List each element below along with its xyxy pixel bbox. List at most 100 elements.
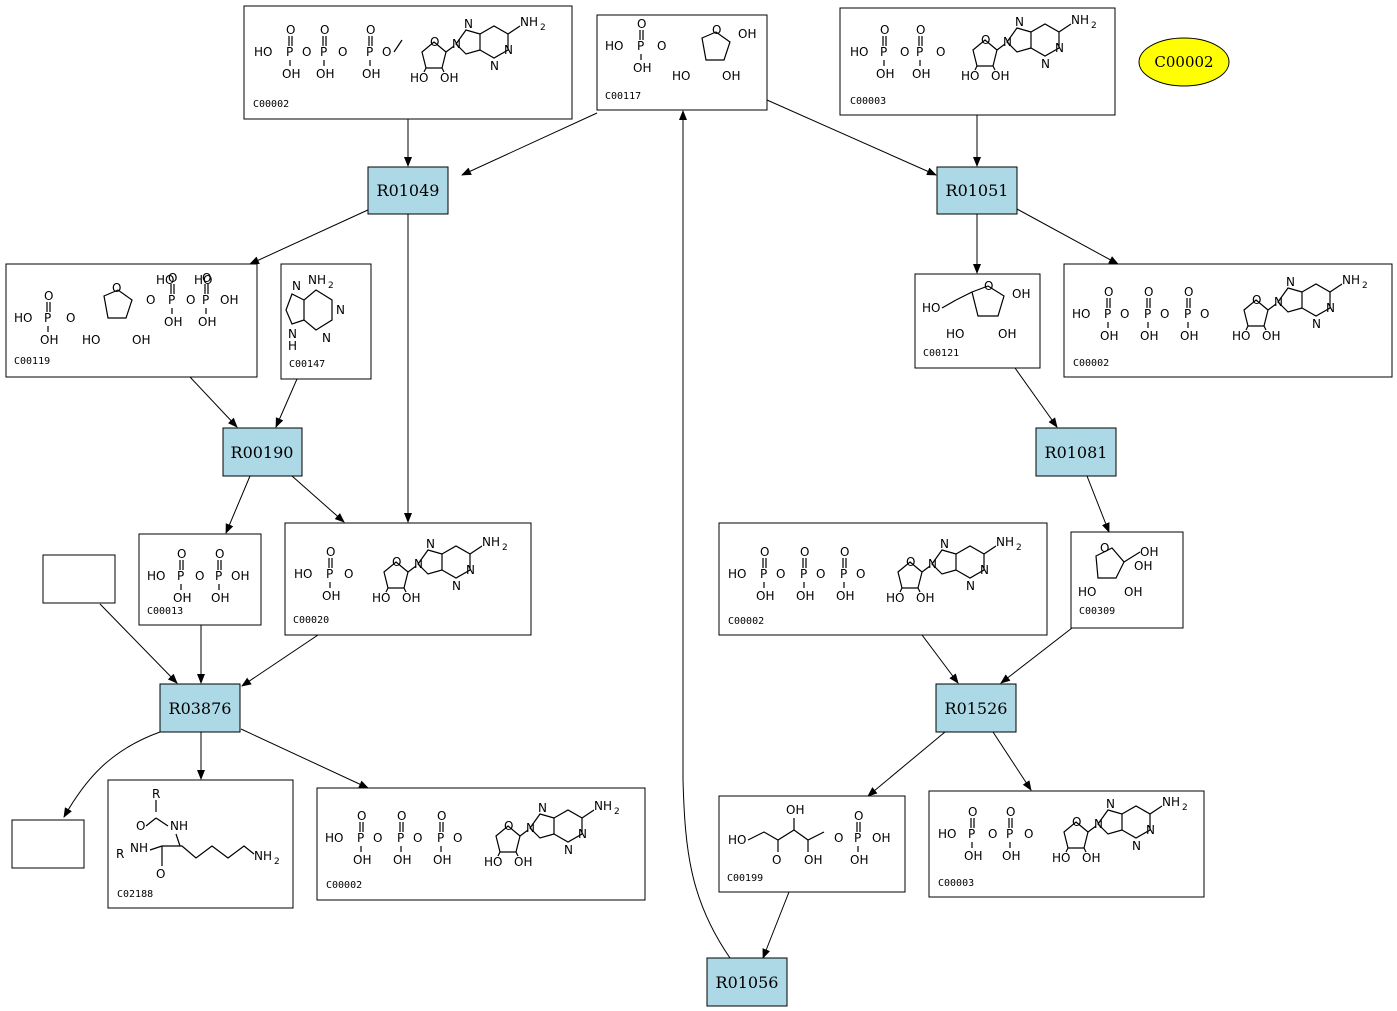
- compound-ribulose[interactable]: O OH OH HO OH C00309: [1070, 531, 1184, 629]
- svg-text:O: O: [302, 45, 311, 59]
- compound-prpp[interactable]: HO O O O O OH HO HO HO OH C00119: [5, 263, 258, 378]
- svg-text:OH: OH: [722, 69, 740, 83]
- svg-text:O: O: [657, 39, 666, 53]
- compound-adp-bottom[interactable]: HO O O C00003: [928, 790, 1205, 898]
- compound-ribulose-5-phosphate[interactable]: HO O OH OH O OH C00199: [718, 795, 906, 893]
- svg-text:NH: NH: [308, 273, 326, 287]
- svg-text:O: O: [936, 45, 945, 59]
- svg-text:O: O: [772, 853, 781, 867]
- svg-text:C00002: C00002: [326, 880, 362, 891]
- svg-text:O: O: [66, 311, 75, 325]
- svg-text:C00013: C00013: [147, 606, 183, 617]
- compound-atp-mid[interactable]: HO O O O C00002: [718, 522, 1048, 636]
- svg-text:C00002: C00002: [1073, 358, 1109, 369]
- svg-text:O: O: [1024, 827, 1033, 841]
- reaction-R01526[interactable]: R01526: [935, 683, 1017, 733]
- svg-text:OH: OH: [1134, 559, 1152, 573]
- compound-adenine[interactable]: NH 2 N N N N H C00147: [280, 263, 372, 380]
- reaction-R01051[interactable]: R01051: [936, 166, 1018, 215]
- svg-text:HO: HO: [194, 273, 212, 287]
- svg-text:C00020: C00020: [293, 615, 329, 626]
- svg-text:HO: HO: [147, 569, 165, 583]
- svg-text:HO: HO: [156, 273, 174, 287]
- svg-text:HO: HO: [1078, 585, 1096, 599]
- compound-atp-right[interactable]: HO O O O C00002: [1063, 263, 1393, 378]
- svg-text:HO: HO: [922, 301, 940, 315]
- svg-text:R00190: R00190: [231, 443, 294, 462]
- svg-text:R01056: R01056: [716, 973, 779, 992]
- svg-text:C00003: C00003: [850, 96, 886, 107]
- svg-text:O: O: [834, 831, 843, 845]
- reaction-R01056[interactable]: R01056: [706, 957, 788, 1007]
- svg-text:R01051: R01051: [946, 181, 1009, 200]
- svg-text:O: O: [186, 293, 195, 307]
- compound-empty-bottom[interactable]: [11, 819, 85, 869]
- svg-text:O: O: [413, 831, 422, 845]
- svg-text:OH: OH: [872, 831, 890, 845]
- svg-text:HO: HO: [728, 567, 746, 581]
- svg-text:N: N: [292, 279, 301, 293]
- svg-text:O: O: [988, 827, 997, 841]
- svg-text:O: O: [856, 567, 865, 581]
- svg-text:R01049: R01049: [377, 181, 440, 200]
- svg-text:O: O: [195, 569, 204, 583]
- svg-text:HO: HO: [728, 833, 746, 847]
- svg-text:O: O: [453, 831, 462, 845]
- svg-text:OH: OH: [132, 333, 150, 347]
- svg-text:HO: HO: [850, 45, 868, 59]
- svg-text:HO: HO: [605, 39, 623, 53]
- svg-text:O: O: [156, 867, 165, 881]
- compound-lysine-residue[interactable]: R O NH R NH O NH 2 C02188: [107, 779, 294, 909]
- compound-adp-top[interactable]: HO O O C00003: [839, 7, 1116, 116]
- svg-text:HO: HO: [938, 827, 956, 841]
- svg-text:O: O: [382, 45, 391, 59]
- svg-text:HO: HO: [14, 311, 32, 325]
- svg-text:OH: OH: [786, 803, 804, 817]
- compound-c00117[interactable]: HO O O OH HO OH C00117: [596, 14, 768, 111]
- svg-text:HO: HO: [82, 333, 100, 347]
- svg-text:R01526: R01526: [945, 699, 1008, 718]
- svg-text:C00117: C00117: [605, 91, 641, 102]
- svg-text:HO: HO: [254, 45, 272, 59]
- svg-text:O: O: [373, 831, 382, 845]
- svg-text:O: O: [344, 567, 353, 581]
- svg-text:O: O: [984, 279, 993, 293]
- reaction-R01081[interactable]: R01081: [1035, 427, 1117, 477]
- svg-text:R: R: [152, 787, 160, 801]
- svg-text:HO: HO: [672, 69, 690, 83]
- svg-text:OH: OH: [738, 27, 756, 41]
- svg-text:N: N: [288, 327, 297, 341]
- svg-text:HO: HO: [294, 567, 312, 581]
- svg-text:NH: NH: [254, 849, 272, 863]
- svg-text:O: O: [338, 45, 347, 59]
- compound-empty-left[interactable]: [42, 554, 116, 604]
- svg-text:C00147: C00147: [289, 359, 325, 370]
- compound-ribose[interactable]: O OH HO HO OH C00121: [914, 273, 1041, 369]
- reaction-R00190[interactable]: R00190: [222, 427, 303, 477]
- svg-text:OH: OH: [1012, 287, 1030, 301]
- compound-amp[interactable]: HO O C00020: [284, 522, 532, 636]
- svg-text:C00309: C00309: [1079, 606, 1115, 617]
- compound-atp-bottom[interactable]: HO O O O C00002: [316, 787, 646, 901]
- svg-text:O: O: [112, 281, 121, 295]
- svg-text:OH: OH: [804, 853, 822, 867]
- svg-text:2: 2: [328, 281, 334, 291]
- svg-text:C00002: C00002: [253, 99, 289, 110]
- svg-text:C02188: C02188: [117, 889, 153, 900]
- compound-atp-top[interactable]: HO O O O C00002: [243, 5, 573, 120]
- svg-text:N: N: [322, 331, 331, 345]
- reaction-R03876[interactable]: R03876: [159, 683, 241, 733]
- svg-text:H: H: [288, 339, 297, 353]
- svg-text:R03876: R03876: [169, 699, 232, 718]
- compound-pyrophosphate[interactable]: HO O OH C00013: [138, 533, 262, 626]
- svg-text:OH: OH: [231, 569, 249, 583]
- svg-text:C00119: C00119: [14, 356, 50, 367]
- svg-text:C00002: C00002: [1154, 53, 1213, 71]
- svg-text:O: O: [776, 567, 785, 581]
- svg-text:OH: OH: [220, 293, 238, 307]
- reaction-R01049[interactable]: R01049: [367, 166, 449, 215]
- legend-ellipse[interactable]: C00002: [1138, 37, 1230, 87]
- svg-text:HO: HO: [1072, 307, 1090, 321]
- svg-text:C00199: C00199: [727, 873, 763, 884]
